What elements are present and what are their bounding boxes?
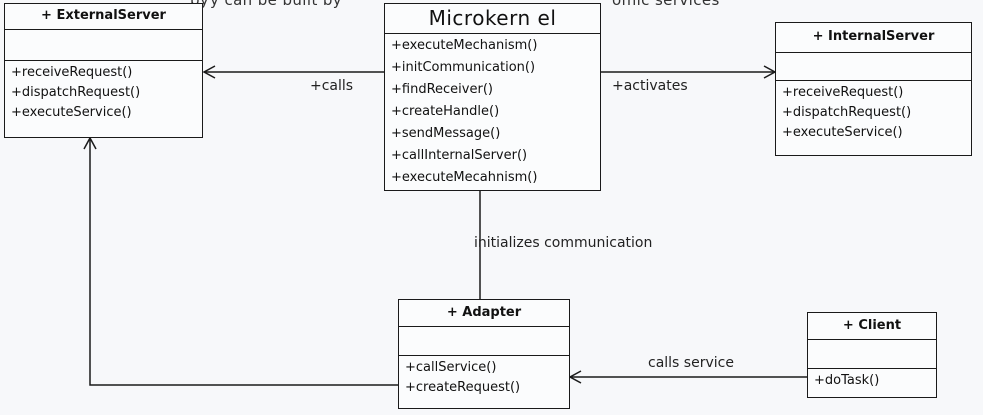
operation: +initCommunication(): [391, 60, 536, 75]
operation: +executeService(): [782, 125, 903, 140]
background-text-fragment: omic services: [612, 0, 720, 9]
class-operations: +executeMechanism() +initCommunication()…: [385, 34, 600, 191]
initializes-communication-label: initializes communication: [474, 235, 653, 251]
background-text-fragment: y can be built by: [210, 0, 343, 9]
operation: +findReceiver(): [391, 82, 493, 97]
operation: +callService(): [405, 360, 497, 375]
operation: +createRequest(): [405, 380, 521, 395]
class-operations: +doTask(): [808, 369, 936, 393]
operation: +dispatchRequest(): [11, 85, 141, 100]
operation: +createHandle(): [391, 104, 500, 119]
class-name: Microkern el: [385, 4, 600, 34]
microkernel-class: Microkern el +executeMechanism() +initCo…: [384, 3, 601, 191]
class-name: + InternalServer: [776, 23, 971, 53]
class-attributes: [808, 340, 936, 369]
operation: +sendMessage(): [391, 126, 501, 141]
calls-label: +calls: [310, 78, 354, 94]
operation: +executeService(): [11, 105, 132, 120]
external-server-class: + ExternalServer +receiveRequest() +disp…: [4, 3, 203, 138]
operation: +dispatchRequest(): [782, 105, 912, 120]
internal-server-class: + InternalServer +receiveRequest() +disp…: [775, 22, 972, 156]
operation: +executeMecahnism(): [391, 170, 538, 185]
operation: +receiveRequest(): [11, 65, 133, 80]
class-operations: +callService() +createRequest(): [399, 356, 569, 400]
class-operations: +receiveRequest() +dispatchRequest() +ex…: [776, 81, 971, 145]
class-attributes: [5, 30, 202, 61]
adapter-class: + Adapter +callService() +createRequest(…: [398, 299, 570, 409]
class-name: + Adapter: [399, 300, 569, 327]
class-name: + Client: [808, 313, 936, 340]
class-attributes: [776, 53, 971, 81]
activates-label: +activates: [612, 78, 688, 94]
calls-service-label: calls service: [648, 355, 734, 371]
operation: +callInternalServer(): [391, 148, 528, 163]
operation: +receiveRequest(): [782, 85, 904, 100]
adapter-to-external-server-arrow: [83, 136, 398, 386]
class-attributes: [399, 327, 569, 356]
class-name: + ExternalServer: [5, 4, 202, 30]
operation: +doTask(): [814, 373, 880, 388]
client-class: + Client +doTask(): [807, 312, 937, 398]
operation: +executeMechanism(): [391, 38, 538, 53]
class-operations: +receiveRequest() +dispatchRequest() +ex…: [5, 61, 202, 125]
